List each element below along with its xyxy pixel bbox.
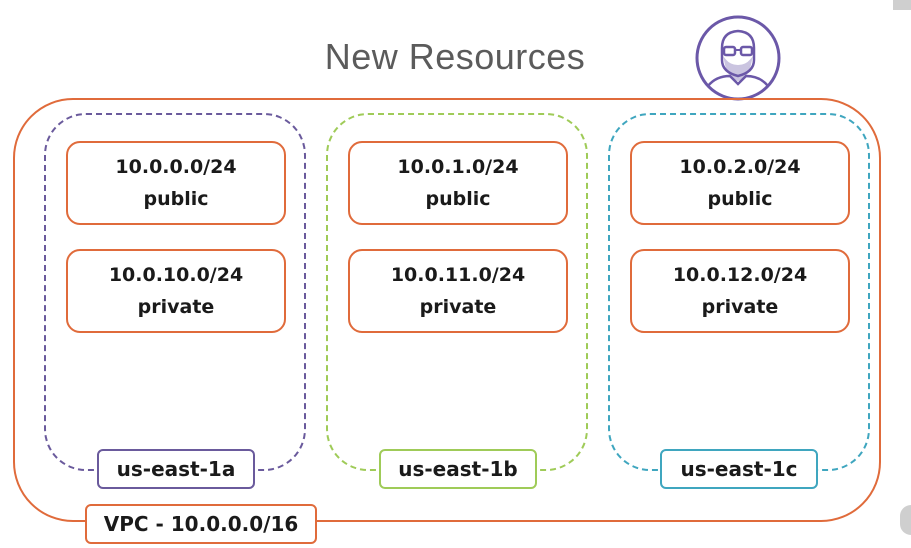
subnet-public-c: 10.0.2.0/24 public xyxy=(630,141,850,225)
subnet-private-c: 10.0.12.0/24 private xyxy=(630,249,850,333)
subnet-type: public xyxy=(425,188,491,210)
avatar-icon xyxy=(695,15,781,101)
subnet-cidr: 10.0.11.0/24 xyxy=(390,264,526,286)
subnet-public-b: 10.0.1.0/24 public xyxy=(348,141,568,225)
az-label-a: us-east-1a xyxy=(97,449,255,489)
subnet-type: public xyxy=(707,188,773,210)
subnet-cidr: 10.0.1.0/24 xyxy=(397,156,519,178)
subnet-private-b: 10.0.11.0/24 private xyxy=(348,249,568,333)
subnet-private-a: 10.0.10.0/24 private xyxy=(66,249,286,333)
vpc-boundary xyxy=(13,98,881,522)
subnet-cidr: 10.0.0.0/24 xyxy=(115,156,237,178)
page-title: New Resources xyxy=(324,36,586,77)
subnet-type: private xyxy=(701,296,779,318)
subnet-type: private xyxy=(419,296,497,318)
subnet-cidr: 10.0.10.0/24 xyxy=(108,264,244,286)
subnet-type: private xyxy=(137,296,215,318)
subnet-public-a: 10.0.0.0/24 public xyxy=(66,141,286,225)
corner-mark xyxy=(900,505,911,535)
az-label-c: us-east-1c xyxy=(660,449,818,489)
vpc-label: VPC - 10.0.0.0/16 xyxy=(85,504,317,544)
subnet-cidr: 10.0.12.0/24 xyxy=(672,264,808,286)
subnet-cidr: 10.0.2.0/24 xyxy=(679,156,801,178)
subnet-type: public xyxy=(143,188,209,210)
corner-mark xyxy=(893,0,911,10)
az-label-b: us-east-1b xyxy=(379,449,537,489)
